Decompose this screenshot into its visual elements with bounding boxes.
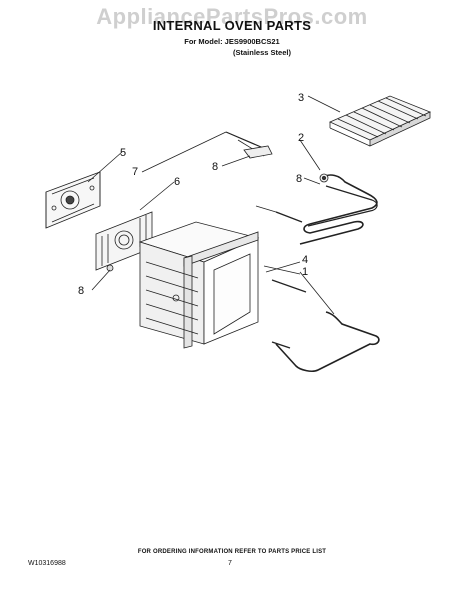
finish-line: (Stainless Steel): [233, 48, 291, 57]
callout-5: 5: [120, 147, 126, 159]
page-number: 7: [228, 560, 232, 567]
ordering-info: FOR ORDERING INFORMATION REFER TO PARTS …: [137, 549, 327, 555]
callout-4: 4: [302, 254, 308, 266]
page-title: INTERNAL OVEN PARTS: [152, 18, 312, 33]
convection-fan-drawing: [45, 171, 101, 229]
watermark: AppliancePartsPros.com: [96, 4, 368, 29]
callout-2: 2: [298, 132, 304, 144]
bake-element-drawing: [263, 265, 380, 373]
callout-7: 7: [132, 166, 138, 178]
bracket-drawing: [225, 131, 273, 159]
model-line: For Model: JES9900BCS21: [184, 37, 280, 46]
callout-8-broil: 8: [296, 173, 302, 185]
callout-1: 1: [302, 266, 308, 278]
oven-rack-drawing: [329, 95, 432, 147]
broil-element-drawing: [255, 173, 378, 245]
oven-cavity-drawing: [138, 221, 260, 349]
callout-6: 6: [174, 176, 180, 188]
callout-3: 3: [298, 92, 304, 104]
callout-8-bracket: 8: [212, 161, 218, 173]
document-number: W10316988: [28, 560, 66, 567]
callout-8-fan-cover: 8: [78, 285, 84, 297]
